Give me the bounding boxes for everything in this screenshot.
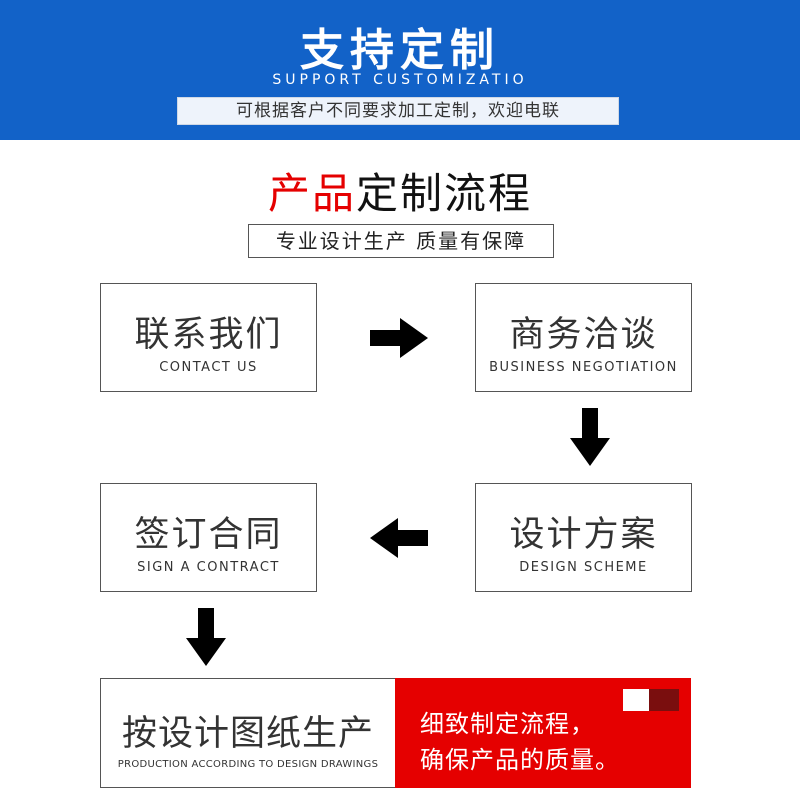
process-heading: 产品定制流程 — [0, 160, 800, 221]
step-production: 按设计图纸生产 PRODUCTION ACCORDING TO DESIGN D… — [100, 678, 396, 788]
heading-black-part: 定制流程 — [356, 169, 533, 218]
step-subtitle: CONTACT US — [159, 360, 258, 375]
arrow-down-icon — [570, 408, 610, 466]
step-subtitle: DESIGN SCHEME — [519, 560, 648, 575]
panel-line-1: 细致制定流程， — [420, 710, 595, 738]
arrow-left-icon — [370, 518, 428, 558]
panel-line-2: 确保产品的质量。 — [420, 746, 620, 774]
top-banner: 支持定制 SUPPORT CUSTOMIZATIO 可根据客户不同要求加工定制，… — [0, 0, 800, 140]
arrow-right-icon — [370, 318, 428, 358]
banner-note: 可根据客户不同要求加工定制，欢迎电联 — [177, 97, 619, 125]
decor-swatch-dark — [649, 689, 679, 711]
banner-title: 支持定制 — [300, 25, 500, 76]
step-sign-contract: 签订合同 SIGN A CONTRACT — [100, 483, 317, 592]
step-title: 签订合同 — [134, 515, 283, 555]
step-design-scheme: 设计方案 DESIGN SCHEME — [475, 483, 692, 592]
quality-panel: 细致制定流程， 确保产品的质量。 — [395, 678, 691, 788]
banner-subtitle: SUPPORT CUSTOMIZATIO — [272, 72, 528, 88]
step-subtitle: SIGN A CONTRACT — [137, 560, 280, 575]
step-title: 联系我们 — [134, 315, 283, 355]
step-contact-us: 联系我们 CONTACT US — [100, 283, 317, 392]
step-subtitle: BUSINESS NEGOTIATION — [489, 360, 678, 375]
decor-swatch-white — [623, 689, 649, 711]
heading-red-part: 产品 — [267, 169, 356, 218]
step-title: 按设计图纸生产 — [121, 714, 374, 754]
step-business-negotiation: 商务洽谈 BUSINESS NEGOTIATION — [475, 283, 692, 392]
arrow-down-icon — [186, 608, 226, 666]
step-title: 设计方案 — [509, 515, 658, 555]
step-title: 商务洽谈 — [509, 315, 658, 355]
tagline: 专业设计生产 质量有保障 — [248, 224, 554, 258]
step-subtitle: PRODUCTION ACCORDING TO DESIGN DRAWINGS — [117, 759, 379, 770]
